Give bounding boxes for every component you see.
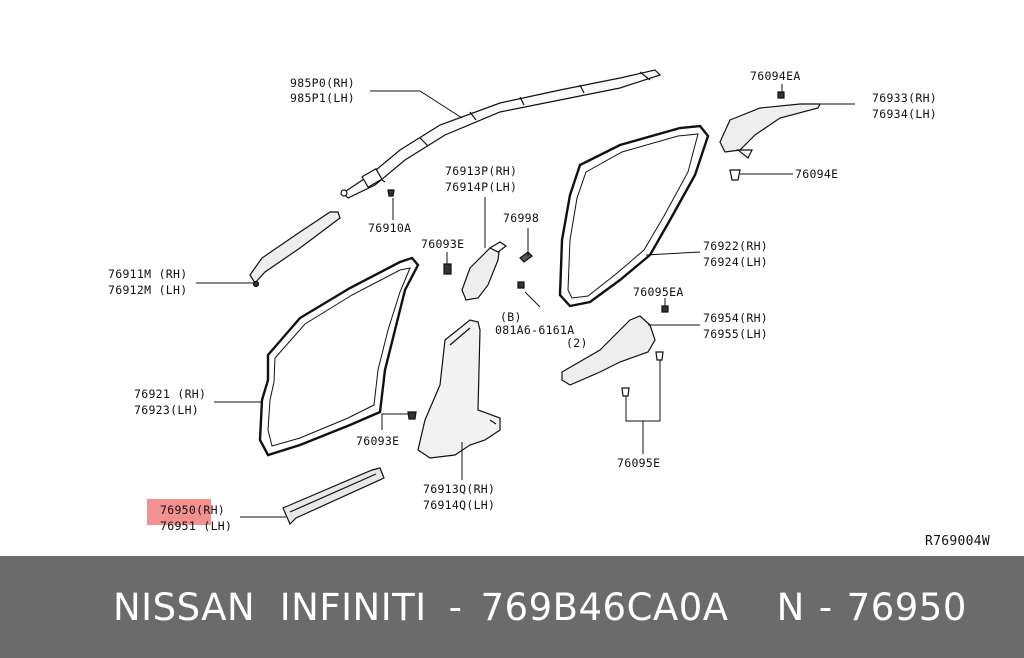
label-clip-76093e-lower: 76093E [356, 434, 399, 448]
label-rear-pillar-lh: 76934(LH) [872, 107, 937, 121]
upper-center-pillar [461, 241, 508, 301]
footer-diagram-number: 76950 [846, 585, 967, 629]
label-clip-76094ea: 76094EA [750, 69, 801, 83]
label-clip-76093e-upper: 76093E [421, 237, 464, 251]
leader-lines [196, 84, 855, 518]
label-bolt-b: (B) [500, 310, 522, 324]
rear-pillar-finisher [719, 103, 821, 159]
sill-plate-highlight [147, 499, 211, 525]
footer-banner: NISSAN INFINITI - 769B46CA0A N - 76950 [0, 556, 1024, 658]
front-pillar-finisher [249, 211, 341, 288]
label-airbag-lh: 985P1(LH) [290, 91, 355, 105]
sill-plate [282, 467, 385, 526]
clips-76095e [621, 351, 664, 397]
airbag-curtain [340, 69, 662, 199]
label-front-pillar-rh: 76911M (RH) [108, 267, 187, 281]
front-weatherstrip [258, 256, 420, 457]
label-upper-pillar-lh: 76914P(LH) [445, 180, 517, 194]
label-front-weatherstrip-lh: 76923(LH) [134, 403, 199, 417]
part-76998 [519, 251, 533, 263]
label-rear-weatherstrip-lh: 76924(LH) [703, 255, 768, 269]
rear-weatherstrip [558, 124, 710, 308]
label-rear-pillar-rh: 76933(RH) [872, 91, 937, 105]
label-rear-kick-lh: 76955(LH) [703, 327, 768, 341]
footer-part-number: 769B46CA0A [480, 585, 729, 629]
label-front-weatherstrip-rh: 76921 (RH) [134, 387, 206, 401]
label-upper-pillar-rh: 76913P(RH) [445, 164, 517, 178]
clip-76094ea [777, 91, 785, 99]
label-clip-76910a: 76910A [368, 221, 411, 235]
label-front-pillar-lh: 76912M (LH) [108, 283, 187, 297]
rear-kick-plate [561, 315, 656, 386]
clip-76093e-lower [407, 411, 417, 420]
label-clip-76095e: 76095E [617, 456, 660, 470]
footer-text: NISSAN INFINITI - 769B46CA0A N - 76950 [0, 556, 1024, 658]
label-clip-76095ea: 76095EA [633, 285, 684, 299]
parts-diagram: 985P0(RH) 985P1(LH) 76094EA 76933(RH) 76… [108, 69, 990, 549]
label-clip-76094e: 76094E [795, 167, 838, 181]
label-bolt-qty: (2) [566, 336, 588, 350]
clip-76094e [729, 169, 741, 181]
label-lower-pillar-lh: 76914Q(LH) [423, 498, 495, 512]
labels: 985P0(RH) 985P1(LH) 76094EA 76933(RH) 76… [108, 69, 990, 549]
footer-separator: - [448, 585, 463, 629]
footer-separator-2: - [818, 585, 833, 629]
bolt-081a6 [517, 281, 525, 289]
label-rear-kick-rh: 76954(RH) [703, 311, 768, 325]
label-part-76998: 76998 [503, 211, 539, 225]
footer-brand: NISSAN INFINITI [113, 585, 427, 629]
clip-76095ea [661, 305, 669, 313]
clip-76093e-upper [443, 263, 452, 275]
footer-n: N [776, 585, 805, 629]
clip-76910a [387, 189, 395, 197]
label-bolt-part: 081A6-6161A [495, 323, 574, 337]
label-airbag-rh: 985P0(RH) [290, 76, 355, 90]
label-diagram-ref: R769004W [925, 534, 990, 549]
lower-center-pillar [417, 319, 501, 459]
label-lower-pillar-rh: 76913Q(RH) [423, 482, 495, 496]
label-rear-weatherstrip-rh: 76922(RH) [703, 239, 768, 253]
